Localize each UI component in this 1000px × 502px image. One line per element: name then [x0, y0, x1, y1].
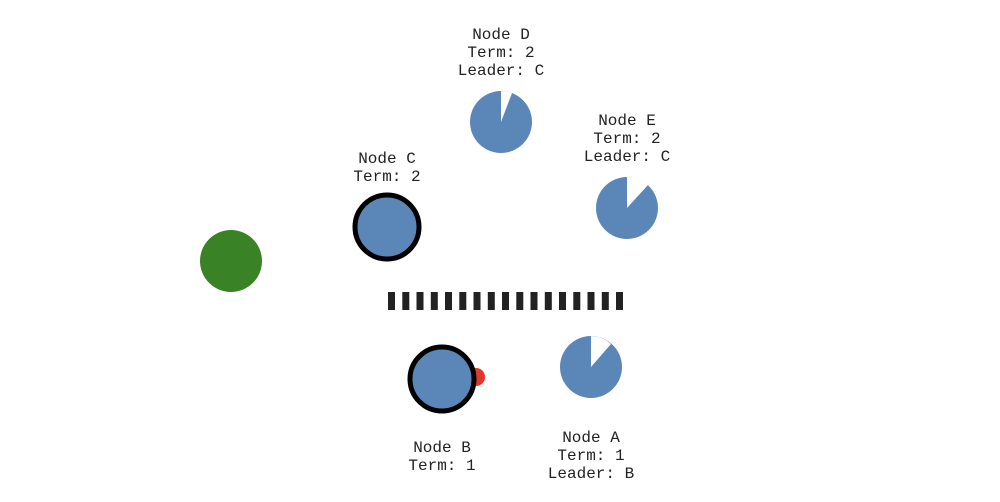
- node-c-term: Term: 2: [353, 168, 420, 186]
- node-b: Node B Term: 1: [407, 344, 485, 475]
- node-a-leader: Leader: B: [548, 465, 634, 483]
- node-b-term: Term: 1: [408, 457, 475, 475]
- partition-segment: [388, 292, 395, 310]
- node-a-timeout-notch: [591, 336, 611, 367]
- partition-segment: [530, 292, 538, 310]
- partition-segment: [516, 292, 524, 310]
- node-e-name: Node E: [598, 112, 656, 130]
- partition-segment: [573, 292, 581, 310]
- partition-segment: [502, 292, 509, 310]
- node-d-term: Term: 2: [467, 44, 534, 62]
- partition-segment: [587, 292, 595, 310]
- node-d-name: Node D: [472, 26, 530, 44]
- node-d-leader: Leader: C: [458, 62, 544, 80]
- node-e-leader: Leader: C: [584, 148, 670, 166]
- node-c: Node C Term: 2: [352, 150, 422, 262]
- node-b-circle: [407, 344, 477, 414]
- partition-segment: [445, 292, 452, 310]
- partition-segment: [416, 292, 424, 310]
- partition-segment: [473, 292, 481, 310]
- node-b-name: Node B: [413, 439, 471, 457]
- node-e: Node E Term: 2 Leader: C: [584, 112, 670, 239]
- node-a-term: Term: 1: [557, 447, 624, 465]
- node-e-term: Term: 2: [593, 130, 660, 148]
- partition-segment: [402, 292, 410, 310]
- node-a-name: Node A: [562, 429, 620, 447]
- node-e-timeout-notch: [627, 176, 648, 208]
- partition-segment: [430, 292, 438, 310]
- node-a: Node A Term: 1 Leader: B: [548, 336, 634, 483]
- client-node: [200, 230, 262, 292]
- partition-segment: [459, 292, 467, 310]
- node-c-circle: [352, 192, 422, 262]
- partition-segment: [487, 292, 495, 310]
- node-d-timeout-notch: [501, 90, 512, 122]
- network-partition: [388, 292, 623, 310]
- partition-segment: [544, 292, 552, 310]
- node-c-name: Node C: [358, 150, 416, 168]
- partition-segment: [559, 292, 566, 310]
- node-d: Node D Term: 2 Leader: C: [458, 26, 544, 153]
- partition-segment: [601, 292, 609, 310]
- partition-segment: [616, 292, 623, 310]
